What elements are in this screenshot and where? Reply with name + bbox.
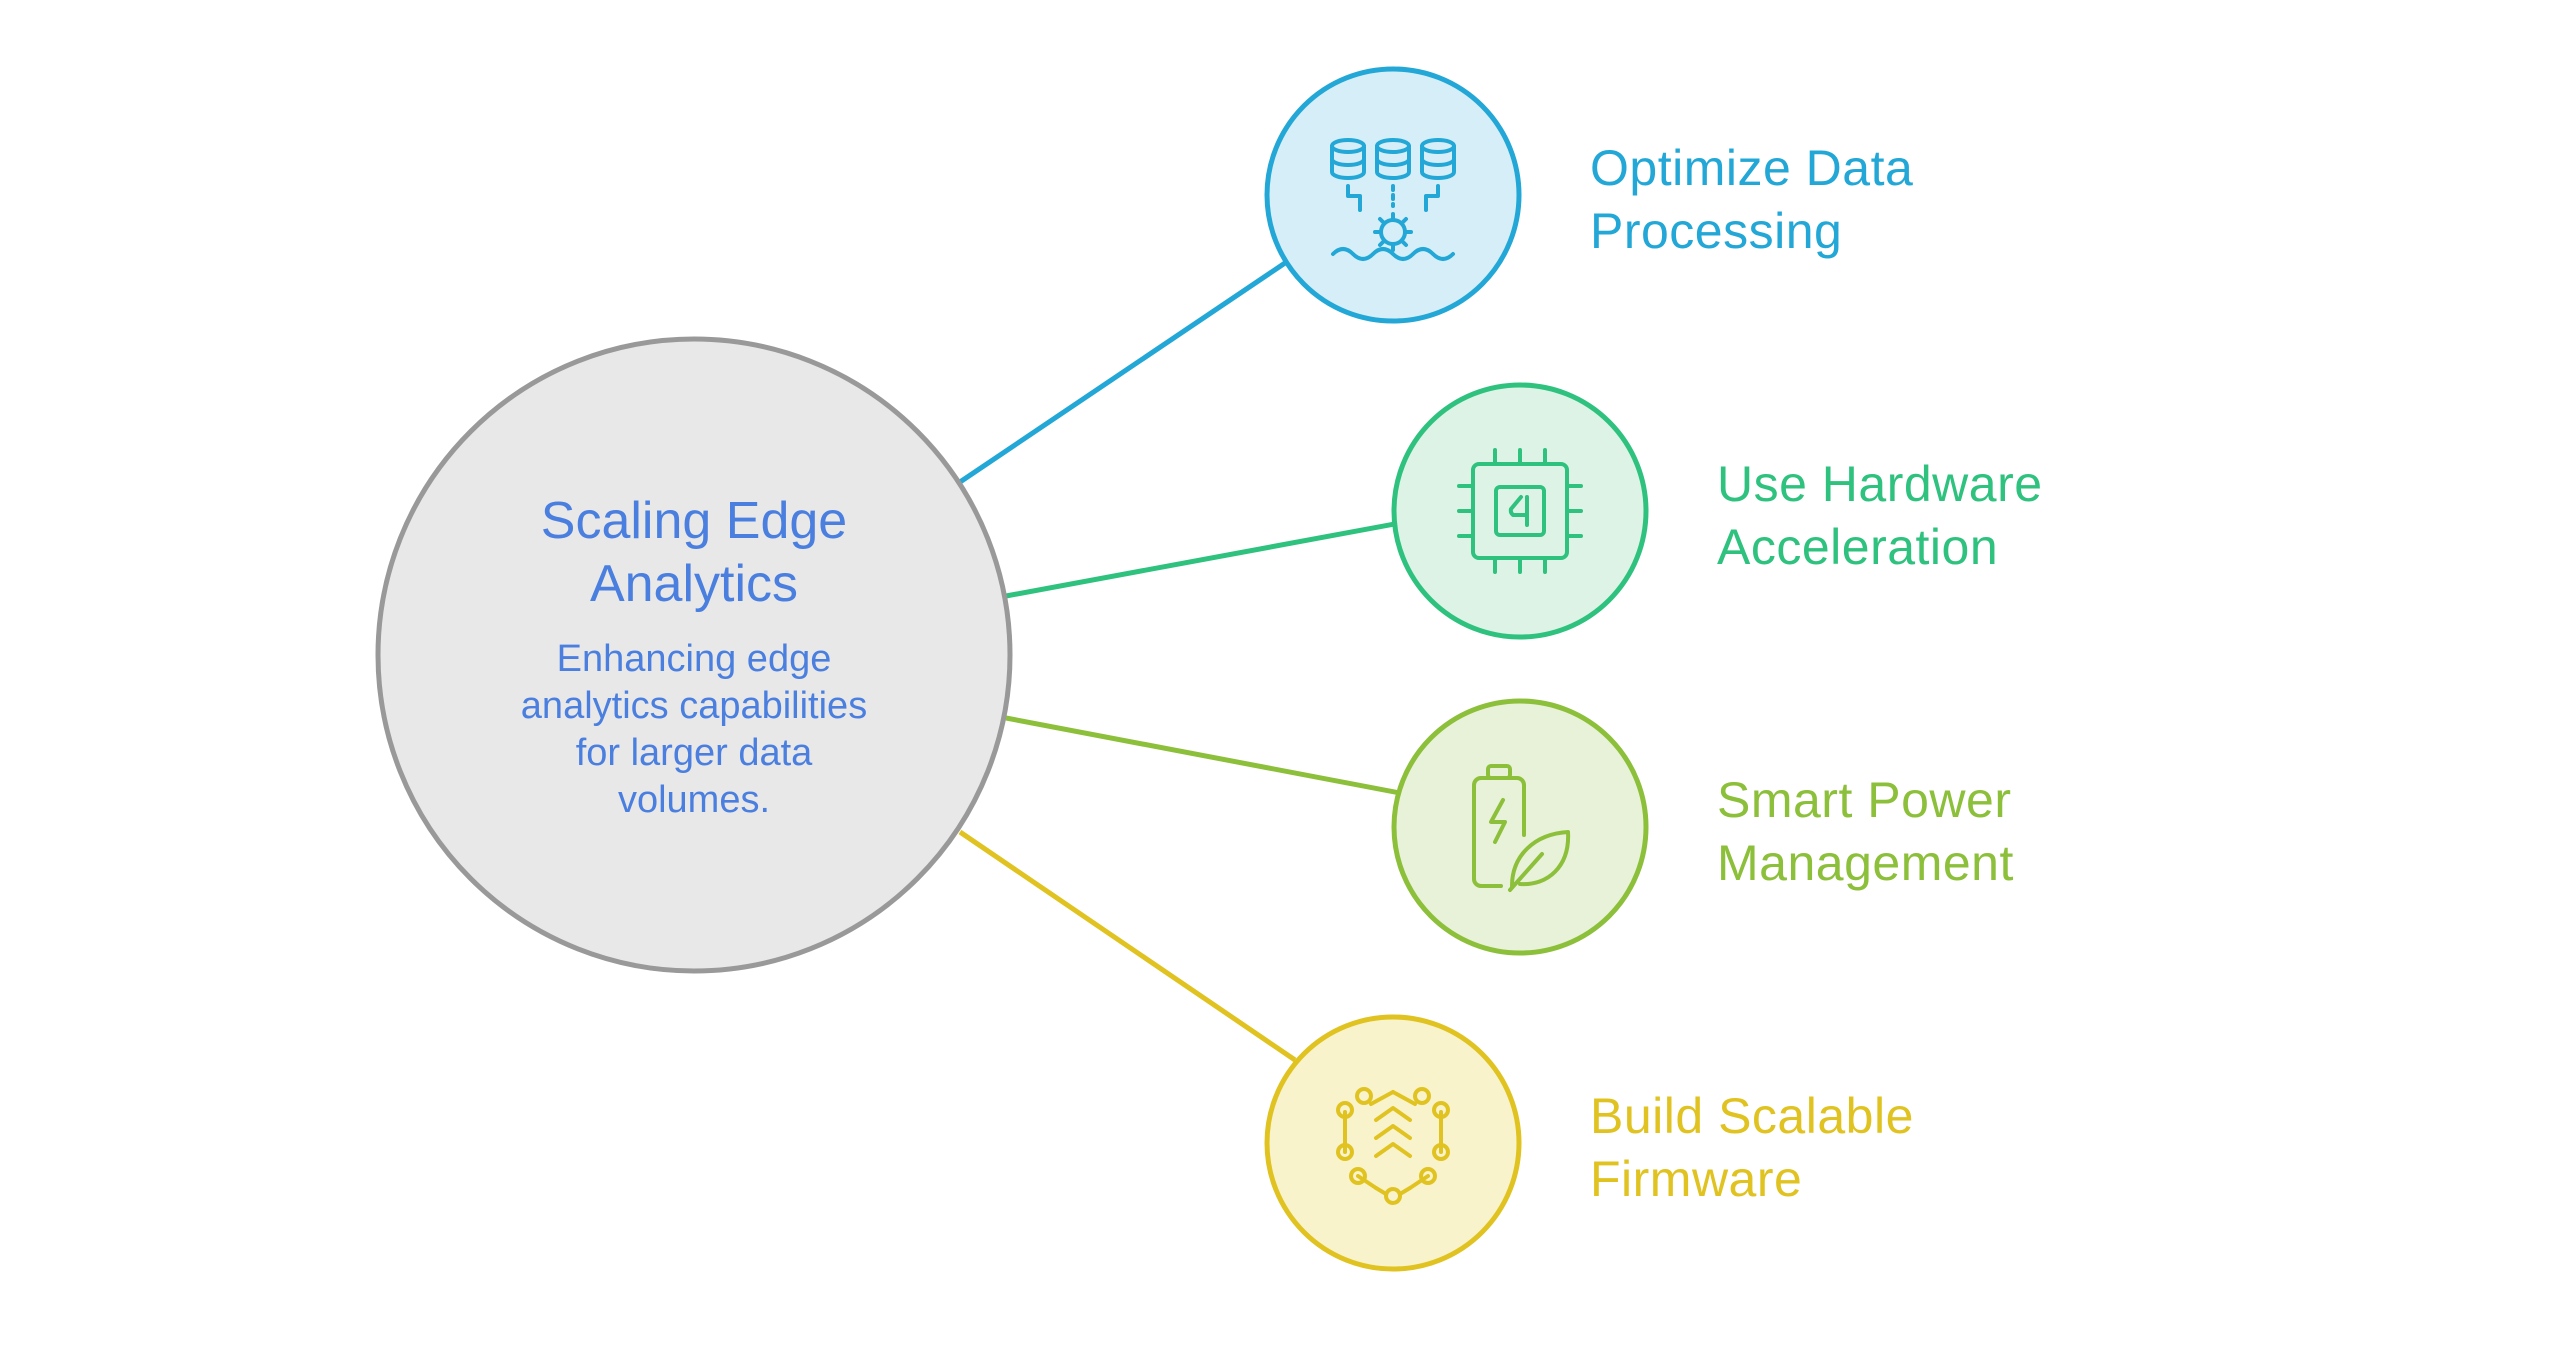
connector-line-2 (1005, 520, 1401, 599)
branch-label-optimize-data-processing: Optimize Data Processing (1590, 137, 1913, 263)
branch-label-line-1: Build Scalable (1590, 1088, 1914, 1144)
branch-label-line-2: Acceleration (1717, 519, 1999, 575)
branch-label-smart-power-management: Smart Power Management (1717, 769, 2014, 895)
branch-label-line-2: Firmware (1590, 1151, 1803, 1207)
node-smart-power-management (1391, 698, 1649, 956)
database-processing-icon (1330, 138, 1456, 261)
node-optimize-data-processing (1264, 66, 1522, 324)
central-subtitle: Enhancing edge analytics capabilities fo… (444, 636, 944, 824)
central-node-text: Scaling Edge Analytics Enhancing edge an… (444, 490, 944, 824)
connector-line-1 (958, 260, 1287, 485)
connector-line-3 (1005, 715, 1401, 796)
branch-label-use-hardware-acceleration: Use Hardware Acceleration (1717, 453, 2043, 579)
battery-leaf-icon (1472, 764, 1571, 892)
central-subtitle-line-3: for larger data (575, 732, 813, 774)
branch-label-line-1: Optimize Data (1590, 140, 1914, 196)
node-build-scalable-firmware (1264, 1014, 1522, 1272)
branch-label-line-1: Use Hardware (1717, 456, 2043, 512)
central-title-line-2: Analytics (589, 555, 799, 613)
node-circle (1391, 382, 1649, 640)
branch-label-line-2: Management (1717, 835, 2014, 891)
central-node-circle (375, 336, 1013, 974)
central-subtitle-line-4: volumes. (617, 779, 771, 821)
chip-icon (1457, 448, 1583, 574)
node-circle (1391, 698, 1649, 956)
branch-label-line-1: Smart Power (1717, 772, 2012, 828)
branch-label-build-scalable-firmware: Build Scalable Firmware (1590, 1085, 1914, 1211)
central-subtitle-line-1: Enhancing edge (556, 638, 832, 680)
branch-label-line-2: Processing (1590, 203, 1843, 259)
scalable-network-icon (1336, 1087, 1450, 1205)
node-use-hardware-acceleration (1391, 382, 1649, 640)
central-title-line-1: Scaling Edge (540, 492, 848, 550)
central-subtitle-line-2: analytics capabilities (520, 685, 868, 727)
connector-line-4 (958, 829, 1297, 1063)
